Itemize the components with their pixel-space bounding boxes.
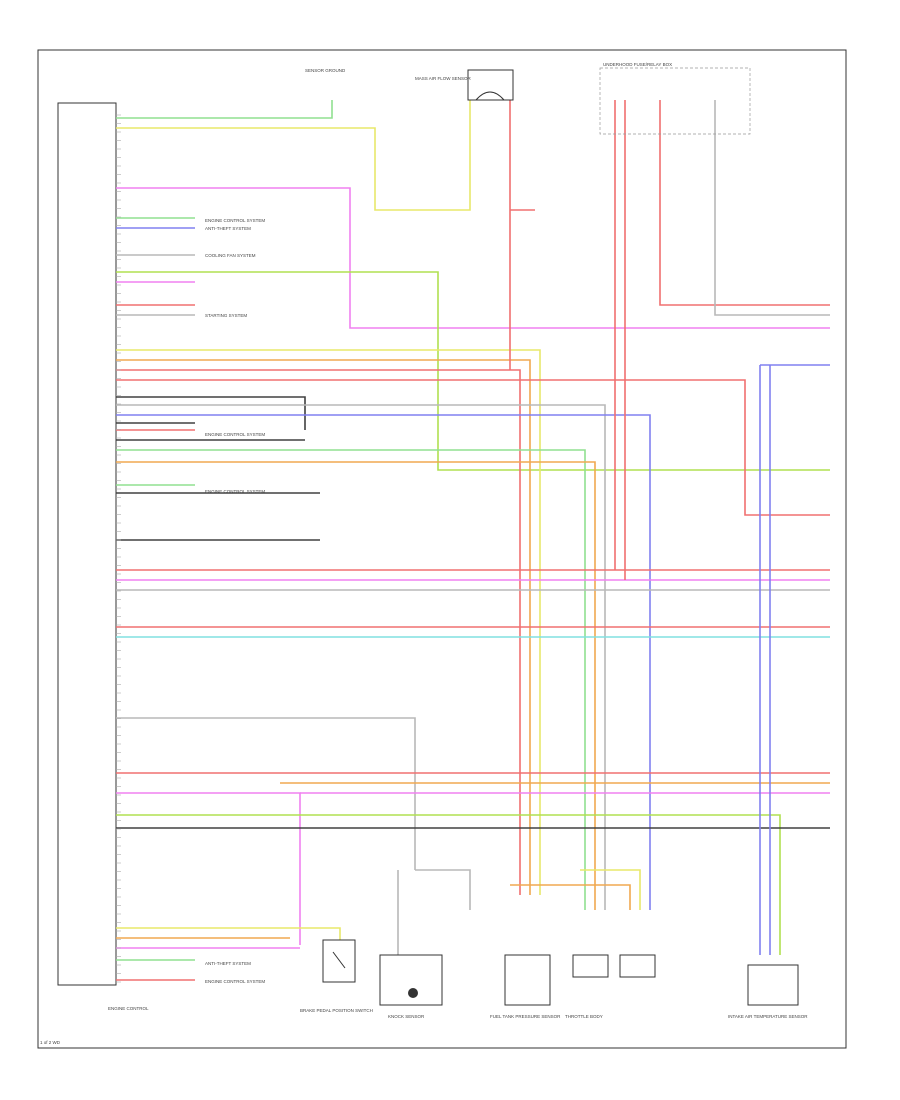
brake-pedal-position-switch: BRAKE PEDAL POSITION SWITCH <box>300 939 373 1013</box>
wire-14 <box>116 396 306 430</box>
wire-1 <box>116 100 471 211</box>
wire-2 <box>116 187 830 329</box>
brake-switch-label: BRAKE PEDAL POSITION SWITCH <box>300 1008 373 1013</box>
knock-sensor: KNOCK SENSOR <box>379 954 443 1019</box>
callout-engine-control-system-4: ENGINE CONTROL SYSTEM <box>205 979 265 984</box>
wire-6 <box>116 271 830 471</box>
wire-10 <box>116 349 541 895</box>
sensor-ground-label: SENSOR GROUND <box>305 68 346 73</box>
diagram-frame <box>37 49 847 1049</box>
fuse-box-label: UNDERHOOD FUSE/RELAY BOX <box>603 62 672 67</box>
throttle-body-label: THROTTLE BODY <box>565 1014 603 1019</box>
knock-sensor-label: KNOCK SENSOR <box>388 1014 425 1019</box>
callouts: ENGINE CONTROL SYSTEM ANTI-THEFT SYSTEM … <box>205 218 265 984</box>
wires <box>116 100 830 981</box>
callout-cooling-fan-system: COOLING FAN SYSTEM <box>205 253 256 258</box>
wire-13 <box>116 379 830 516</box>
sensor-ground: SENSOR GROUND <box>305 68 346 73</box>
intake-air-temp-label: INTAKE AIR TEMPERATURE SENSOR <box>728 1014 808 1019</box>
callout-engine-control-system-2: ENGINE CONTROL SYSTEM <box>205 432 265 437</box>
wire-21 <box>116 461 596 910</box>
wire-46 <box>659 100 830 306</box>
wire-16 <box>116 414 651 910</box>
wire-52 <box>415 869 471 910</box>
wire-53 <box>580 869 641 910</box>
wire-11 <box>116 359 531 895</box>
wire-20 <box>116 449 586 910</box>
wire-0 <box>116 100 333 119</box>
fuse-box: UNDERHOOD FUSE/RELAY BOX <box>599 62 751 135</box>
ecm-title: ENGINE CONTROL <box>108 1006 149 1011</box>
wire-30 <box>116 717 416 870</box>
throttle-body: THROTTLE BODY <box>565 954 656 1019</box>
wire-47 <box>714 100 830 316</box>
wire-37 <box>116 927 341 940</box>
mass-air-flow-sensor: MASS AIR FLOW SENSOR <box>415 69 514 101</box>
callout-engine-control-system-3: ENGINE CONTROL SYSTEM <box>205 489 265 494</box>
callout-starting-system: STARTING SYSTEM <box>205 313 247 318</box>
callout-engine-control-system: ENGINE CONTROL SYSTEM <box>205 218 265 223</box>
mass-air-flow-label: MASS AIR FLOW SENSOR <box>415 76 472 81</box>
wire-12 <box>116 369 521 895</box>
fuel-tank-pressure-sensor: FUEL TANK PRESSURE SENSOR <box>490 954 561 1019</box>
engine-control-module-block <box>57 102 117 986</box>
page-label: 1 of 2 WD <box>40 1040 61 1045</box>
wire-15 <box>116 404 606 910</box>
fuel-tank-pressure-label: FUEL TANK PRESSURE SENSOR <box>490 1014 561 1019</box>
callout-anti-theft-system-2: ANTI-THEFT SYSTEM <box>205 961 251 966</box>
callout-anti-theft-system: ANTI-THEFT SYSTEM <box>205 226 251 231</box>
wire-35 <box>116 814 781 955</box>
intake-air-temperature-sensor: INTAKE AIR TEMPERATURE SENSOR <box>728 964 808 1019</box>
pin-labels <box>116 114 121 983</box>
wire-54 <box>510 884 631 910</box>
